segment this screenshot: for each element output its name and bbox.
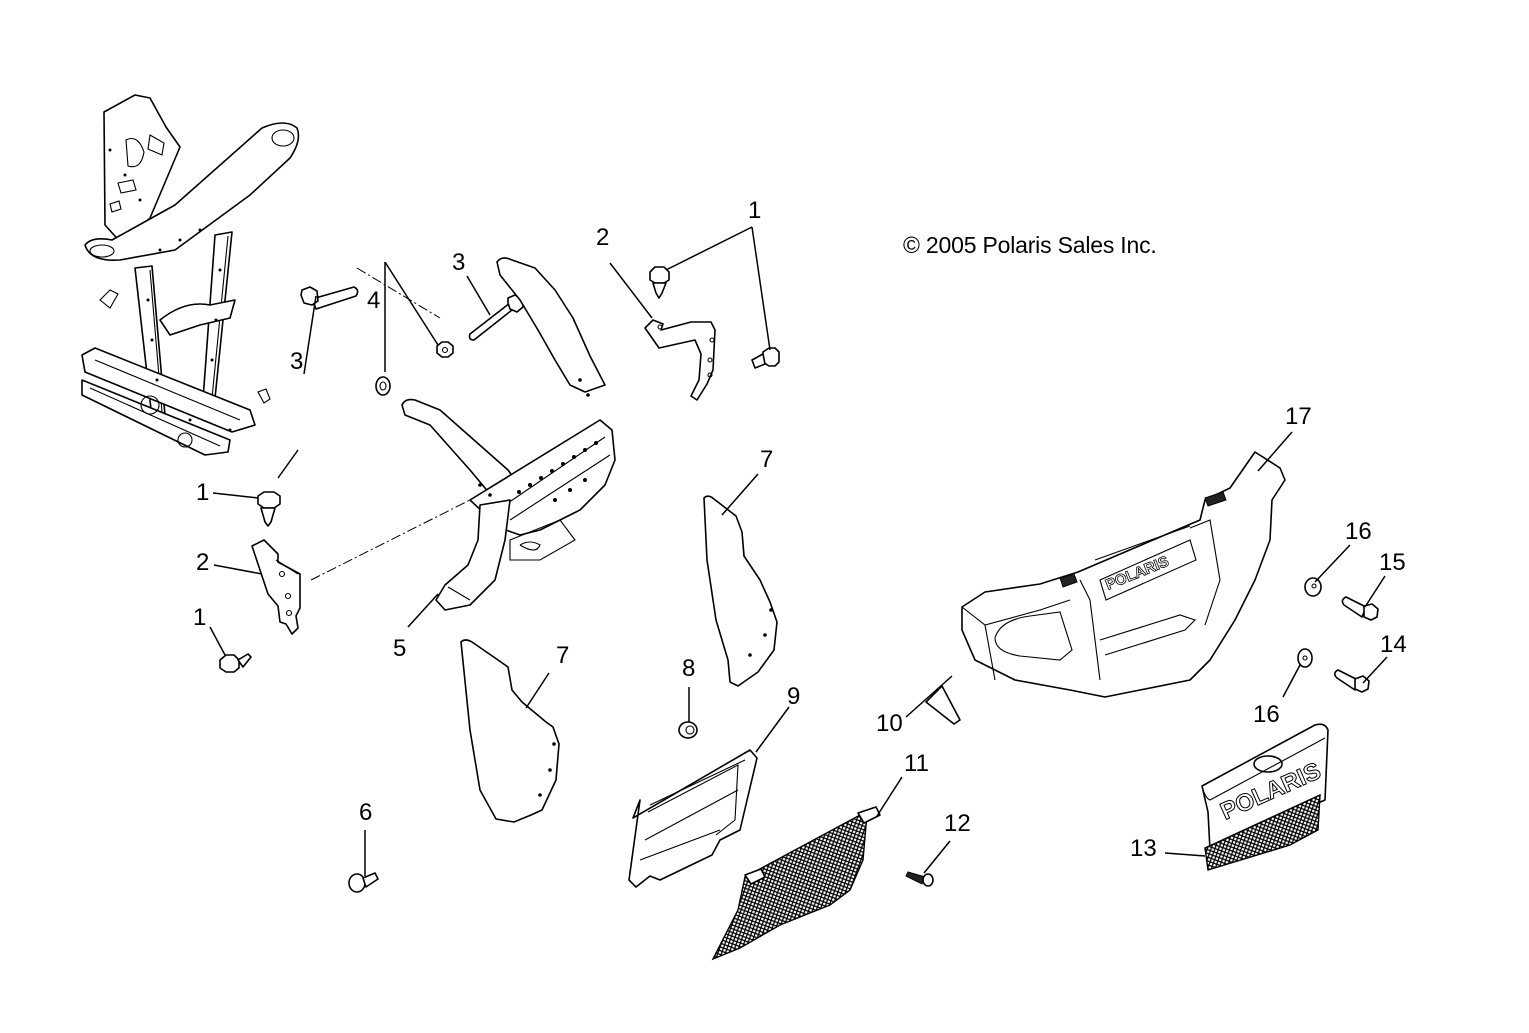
bracket-left [251, 539, 301, 635]
bolt-long-upper [468, 294, 524, 341]
washer-lower [1297, 648, 1313, 668]
callout-labels: 1 1 1 2 2 3 3 4 5 6 7 7 8 9 10 11 12 13 … [193, 197, 1407, 862]
callout-14: 14 [1380, 631, 1407, 658]
callout-16: 16 [1345, 518, 1372, 545]
washer-upper [1304, 577, 1322, 597]
alignment-line-lower [310, 499, 471, 581]
alignment-line-upper [356, 267, 441, 319]
front-bumper-cover: POLARIS [961, 451, 1286, 698]
callout-6: 6 [359, 799, 372, 826]
screw [905, 871, 934, 887]
callout-1: 1 [196, 479, 209, 506]
decal [925, 685, 961, 725]
callout-10: 10 [876, 710, 903, 737]
bolt-long-lower [300, 286, 359, 310]
callout-9: 9 [787, 683, 800, 710]
bolt-left-upper [257, 491, 281, 527]
vehicle-frame [81, 94, 300, 456]
bolt-right-side [751, 347, 780, 369]
copyright-notice: © 2005 Polaris Sales Inc. [903, 232, 1157, 258]
bolt-left-lower [219, 653, 252, 673]
callout-5: 5 [393, 635, 406, 662]
callout-11: 11 [904, 750, 929, 777]
push-rivet [348, 872, 379, 893]
callout-4: 4 [367, 287, 380, 314]
side-panel-right [703, 495, 778, 687]
side-panel-left [460, 639, 560, 823]
callout-1: 1 [193, 604, 206, 631]
grommet-nut [678, 721, 698, 739]
callout-7: 7 [760, 446, 773, 473]
bracket-right [644, 319, 716, 401]
callout-7: 7 [556, 642, 569, 669]
callout-13: 13 [1130, 835, 1157, 862]
bolt-top-right [649, 266, 670, 299]
callout-17: 17 [1285, 403, 1312, 430]
callout-12: 12 [944, 810, 971, 837]
callout-1: 1 [748, 197, 761, 224]
grille-frame [628, 749, 758, 888]
callout-2: 2 [196, 549, 209, 576]
callout-16: 16 [1253, 701, 1280, 728]
nut-and-washer [375, 341, 454, 396]
callout-3: 3 [452, 249, 465, 276]
leader-lines [209, 226, 1388, 876]
mesh-screen [711, 806, 881, 961]
callout-3: 3 [290, 348, 303, 375]
bolt-upper [1341, 596, 1379, 621]
callout-8: 8 [682, 655, 695, 682]
grille-insert-polaris: POLARIS [1201, 723, 1329, 871]
callout-15: 15 [1379, 549, 1406, 576]
callout-2: 2 [596, 224, 609, 251]
bumper-frame [401, 257, 616, 611]
